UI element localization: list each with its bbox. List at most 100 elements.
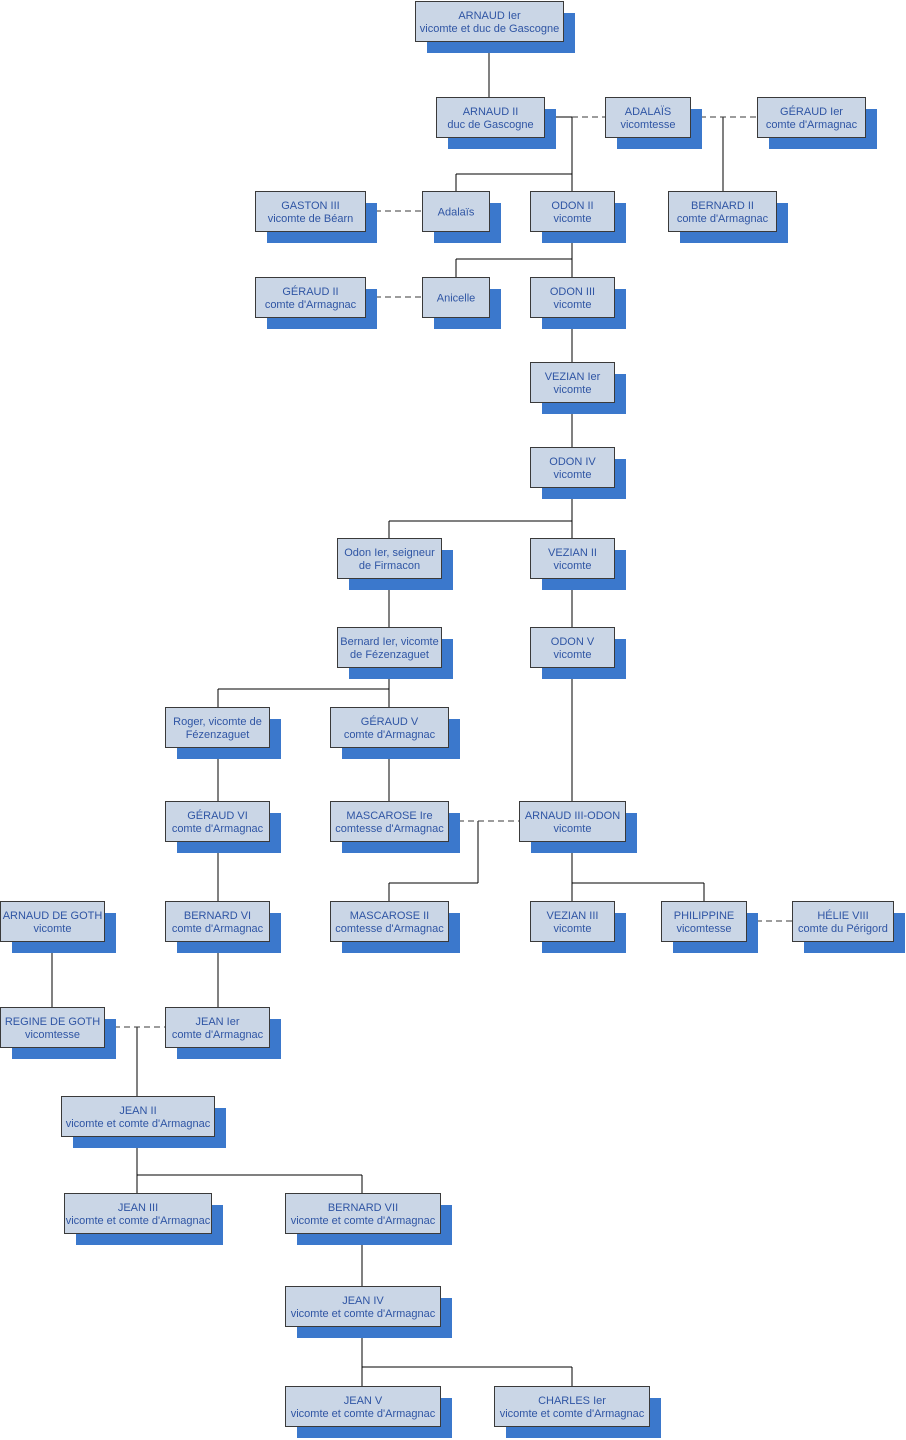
person-name: ARNAUD Ier	[458, 10, 521, 22]
person-name: JEAN Ier	[195, 1016, 239, 1028]
person-title: vicomte de Béarn	[268, 213, 354, 225]
person-name: ADALAÏS	[625, 106, 671, 118]
person-name: Anicelle	[437, 293, 476, 305]
node-box	[0, 901, 105, 942]
node-box	[757, 97, 866, 138]
person-title: vicomtesse	[620, 119, 675, 131]
person-name: JEAN IV	[342, 1295, 384, 1307]
node-box	[165, 707, 270, 748]
person-title: comtesse d'Armagnac	[335, 923, 444, 935]
node-box	[519, 801, 626, 842]
person-title: comte d'Armagnac	[172, 823, 264, 835]
person-name: JEAN V	[344, 1395, 383, 1407]
person-name: VEZIAN II	[548, 547, 597, 559]
person-title: comte d'Armagnac	[344, 729, 436, 741]
node-box	[255, 277, 366, 318]
person-title: vicomtesse	[25, 1029, 80, 1041]
person-name: CHARLES Ier	[538, 1395, 606, 1407]
person-title: comte d'Armagnac	[766, 119, 858, 131]
person-title: comte d'Armagnac	[265, 299, 357, 311]
node-box	[165, 901, 270, 942]
person-name: REGINE DE GOTH	[5, 1016, 100, 1028]
person-name: GÉRAUD Ier	[780, 105, 843, 118]
person-title: vicomte	[554, 823, 592, 835]
person-title: vicomte	[554, 923, 592, 935]
node-box	[422, 191, 490, 232]
node-box	[530, 362, 615, 403]
person-title: comte d'Armagnac	[172, 1029, 264, 1041]
person-title: vicomte et comte d'Armagnac	[66, 1215, 211, 1227]
person-title: vicomtesse	[676, 923, 731, 935]
person-name: GÉRAUD VI	[187, 809, 248, 822]
node-box	[422, 277, 490, 318]
node-box	[337, 538, 442, 579]
person-title: comtesse d'Armagnac	[335, 823, 444, 835]
person-name: BERNARD II	[691, 200, 754, 212]
node-box	[337, 627, 442, 668]
person-name: ODON III	[550, 286, 595, 298]
person-name: PHILIPPINE	[674, 910, 735, 922]
node-box	[165, 1007, 270, 1048]
person-name: ARNAUD III-ODON	[525, 810, 620, 822]
person-node-anicelle: Anicelle	[422, 277, 501, 329]
node-box	[792, 901, 894, 942]
person-name: Roger, vicomte de	[173, 716, 262, 728]
node-box	[330, 707, 449, 748]
person-name: VEZIAN Ier	[545, 371, 601, 383]
person-name: Adalaïs	[438, 207, 475, 219]
node-box	[415, 1, 564, 42]
node-box	[330, 901, 449, 942]
node-box	[530, 277, 615, 318]
node-box	[530, 447, 615, 488]
node-box	[530, 191, 615, 232]
person-title: duc de Gascogne	[447, 119, 533, 131]
person-name: ARNAUD DE GOTH	[3, 910, 103, 922]
node-box	[494, 1386, 650, 1427]
person-title: de Fézenzaguet	[350, 649, 429, 661]
person-title: vicomte et comte d'Armagnac	[291, 1308, 436, 1320]
person-title: vicomte	[554, 649, 592, 661]
person-name: Bernard Ier, vicomte	[340, 636, 438, 648]
person-name: BERNARD VI	[184, 910, 251, 922]
person-title: comte du Périgord	[798, 923, 888, 935]
node-box	[255, 191, 366, 232]
person-name: MASCAROSE Ire	[346, 810, 432, 822]
node-box	[285, 1193, 441, 1234]
person-title: vicomte et comte d'Armagnac	[500, 1408, 645, 1420]
person-name: BERNARD VII	[328, 1202, 398, 1214]
person-title: vicomte	[554, 469, 592, 481]
person-title: vicomte et comte d'Armagnac	[66, 1118, 211, 1130]
node-box	[661, 901, 747, 942]
person-name: ODON V	[551, 636, 595, 648]
person-name: VEZIAN III	[547, 910, 599, 922]
person-title: Fézenzaguet	[186, 729, 250, 741]
node-box	[61, 1096, 215, 1137]
person-title: vicomte et comte d'Armagnac	[291, 1215, 436, 1227]
person-title: vicomte et duc de Gascogne	[420, 23, 559, 35]
